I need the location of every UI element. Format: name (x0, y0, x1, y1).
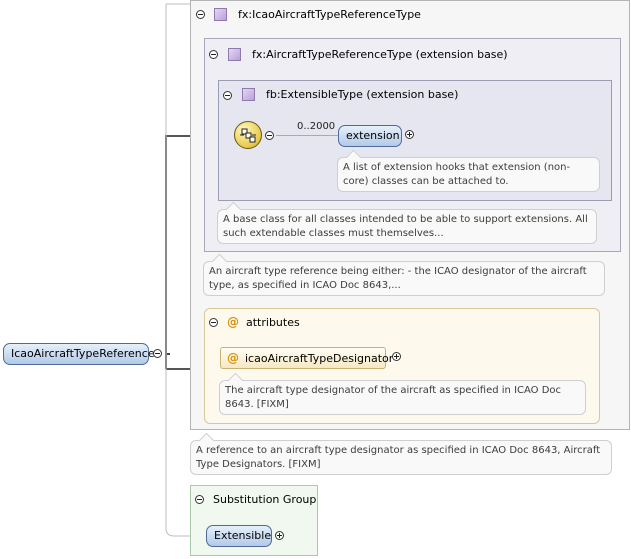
substitution-group-collapse-icon[interactable] (195, 495, 204, 504)
attribute-box-icao-aircraft-type-designator[interactable]: @ icaoAircraftTypeDesignator (220, 347, 393, 369)
sequence-connector (276, 135, 338, 136)
type-title: fx:IcaoAircraftTypeReferenceType (238, 8, 421, 21)
base-type-title: fx:AircraftTypeReferenceType (extension … (252, 48, 508, 61)
extensible-element-box[interactable]: Extensible (206, 525, 272, 547)
attribute-at-icon: @ (227, 351, 239, 365)
substitution-group-title: Substitution Group (213, 493, 317, 506)
attributes-title: attributes (246, 316, 300, 329)
attributes-collapse-icon[interactable] (209, 318, 218, 327)
extensible-type-doc: A base class for all classes intended to… (217, 209, 597, 244)
extensible-expand-icon[interactable] (275, 531, 284, 540)
sequence-collapse-icon[interactable] (265, 131, 274, 140)
type-collapse-icon[interactable] (196, 10, 205, 19)
type-icon (214, 8, 227, 21)
type-doc: A reference to an aircraft type designat… (190, 440, 612, 475)
sequence-compositor-icon[interactable] (234, 121, 262, 149)
attributes-at-icon: @ (227, 315, 239, 329)
extensible-type-collapse-icon[interactable] (223, 91, 232, 100)
attribute-label: icaoAircraftTypeDesignator (245, 352, 394, 365)
extension-occurrence: 0..2000 (297, 121, 336, 132)
sequence-glyph-icon (240, 128, 256, 143)
extension-doc: A list of extension hooks that extension… (337, 157, 600, 192)
root-element-box[interactable]: IcaoAircraftTypeReference (3, 343, 155, 365)
extensible-element-label: Extensible (214, 529, 272, 542)
root-element-label: IcaoAircraftTypeReference (11, 347, 155, 360)
extension-element-box[interactable]: extension (338, 125, 402, 147)
base-type-doc: An aircraft type reference being either:… (203, 261, 605, 296)
extensible-type-icon (242, 88, 255, 101)
extension-element-label: extension (346, 129, 400, 142)
base-type-collapse-icon[interactable] (209, 50, 218, 59)
attribute-doc: The aircraft type designator of the airc… (219, 380, 586, 415)
base-type-icon (228, 48, 241, 61)
extensible-type-title: fb:ExtensibleType (extension base) (266, 88, 459, 101)
root-collapse-icon[interactable] (153, 349, 162, 358)
extension-expand-icon[interactable] (405, 130, 414, 139)
attribute-expand-icon[interactable] (392, 352, 401, 361)
